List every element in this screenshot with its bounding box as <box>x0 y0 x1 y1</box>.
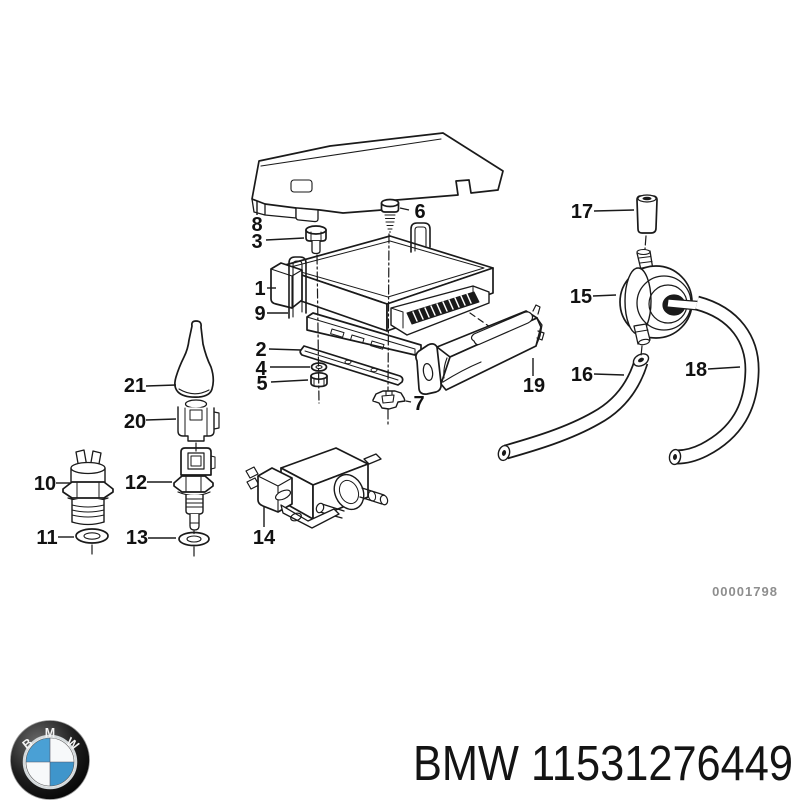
diagram-code: 00001798 <box>712 584 778 599</box>
callout-2: 2 <box>255 339 266 361</box>
callout-leader-20 <box>145 418 177 421</box>
callout-18: 18 <box>685 359 707 381</box>
temp-switch-part-10 <box>62 449 114 526</box>
callout-12: 12 <box>125 472 147 494</box>
callout-21: 21 <box>124 375 146 397</box>
sealing-ring-part-11 <box>75 528 109 544</box>
callout-10: 10 <box>34 473 56 495</box>
screw-part <box>380 198 400 233</box>
callout-17: 17 <box>571 201 593 223</box>
hex-bolt-part <box>305 225 327 255</box>
hose-part-16 <box>497 353 650 462</box>
vacuum-actuator-part-15 <box>619 248 700 346</box>
callout-leader-2 <box>268 348 302 351</box>
callout-leader-16 <box>593 373 625 376</box>
callout-9: 9 <box>254 303 265 325</box>
callout-16: 16 <box>571 364 593 386</box>
callout-4: 4 <box>255 358 267 380</box>
callout-leader-3 <box>265 237 305 241</box>
solenoid-valve-part-14 <box>245 447 389 529</box>
connector-part-20 <box>177 399 220 442</box>
temp-sensor-part-12 <box>173 447 216 531</box>
callout-15: 15 <box>570 286 592 308</box>
logo-quadrant-tr <box>50 738 74 762</box>
callout-13: 13 <box>126 527 148 549</box>
sealing-ring-part-13 <box>178 531 210 547</box>
callout-19: 19 <box>523 375 545 397</box>
callout-6: 6 <box>414 201 425 223</box>
callout-20: 20 <box>124 411 146 433</box>
callout-3: 3 <box>251 231 262 253</box>
ecu-unit-part <box>270 222 494 336</box>
ecu-cover-part <box>251 132 504 223</box>
logo-letter-m: M <box>45 726 55 740</box>
callout-8: 8 <box>251 214 262 236</box>
callout-14: 14 <box>253 527 276 549</box>
callout-leader-18 <box>707 366 741 370</box>
logo-quadrant-tl <box>26 738 50 762</box>
part-number-title: BMW 11531276449 <box>413 737 793 791</box>
callout-7: 7 <box>413 393 424 415</box>
bracket-arm-part-19 <box>415 304 545 395</box>
rubber-cap-part-17 <box>636 194 658 234</box>
rubber-boot-part-21 <box>174 320 215 398</box>
hose-part-18 <box>668 295 760 466</box>
callout-leader-17 <box>593 209 635 212</box>
callout-leader-7 <box>405 400 412 403</box>
clip-part-7 <box>372 390 406 410</box>
callout-leader-21 <box>145 384 177 387</box>
callout-leader-6 <box>399 207 410 211</box>
callout-1: 1 <box>254 278 265 300</box>
mounting-rail-part <box>299 345 404 386</box>
base-plate-part <box>306 312 422 356</box>
logo-cross <box>26 738 74 786</box>
bmw-logo: B M W <box>10 720 90 800</box>
callout-leader-15 <box>592 294 617 297</box>
center-lines <box>91 233 647 559</box>
callout-5: 5 <box>256 373 267 395</box>
callout-leader-5 <box>270 379 309 383</box>
logo-quadrant-bl <box>26 762 50 786</box>
logo-quadrant-br <box>50 762 74 786</box>
callout-11: 11 <box>36 527 57 549</box>
